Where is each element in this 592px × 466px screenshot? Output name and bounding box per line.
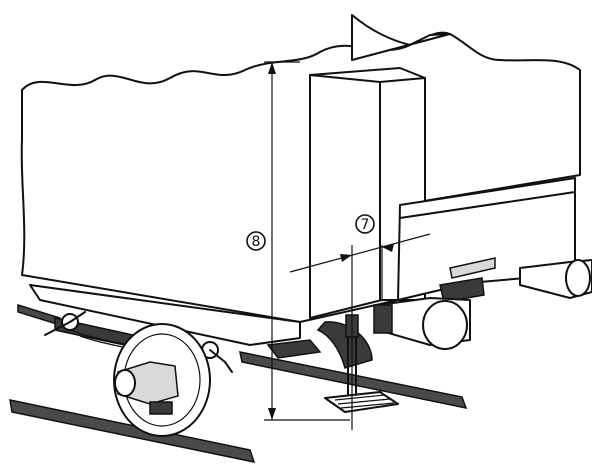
lower-body-line (399, 191, 576, 219)
callout-7-label: 7 (361, 217, 370, 233)
underframe (29, 284, 301, 346)
buffer-left-head (422, 300, 468, 350)
dimension-overhang (289, 233, 431, 430)
buffer-right-head (565, 259, 591, 297)
cross-brace (266, 339, 322, 359)
axle-cap (114, 369, 136, 397)
axle-box (117, 361, 179, 405)
post-top-edge (379, 77, 426, 83)
load-side-right (351, 14, 451, 61)
spring-link-right (209, 349, 233, 373)
callout-7: 7 (355, 214, 375, 234)
axle-guard (149, 401, 173, 415)
rail-left-stub (17, 303, 61, 327)
coupling-block (439, 277, 485, 303)
buffer-left-mount (373, 304, 393, 334)
rails (9, 303, 468, 463)
rail-back (239, 351, 468, 410)
rear-wheel (316, 321, 373, 369)
spring-link-left (44, 311, 86, 336)
step-plate (449, 257, 496, 279)
dimension-height (264, 61, 350, 421)
callout-8-label: 8 (252, 234, 261, 250)
callout-8: 8 (246, 231, 266, 251)
wheel (113, 323, 211, 437)
